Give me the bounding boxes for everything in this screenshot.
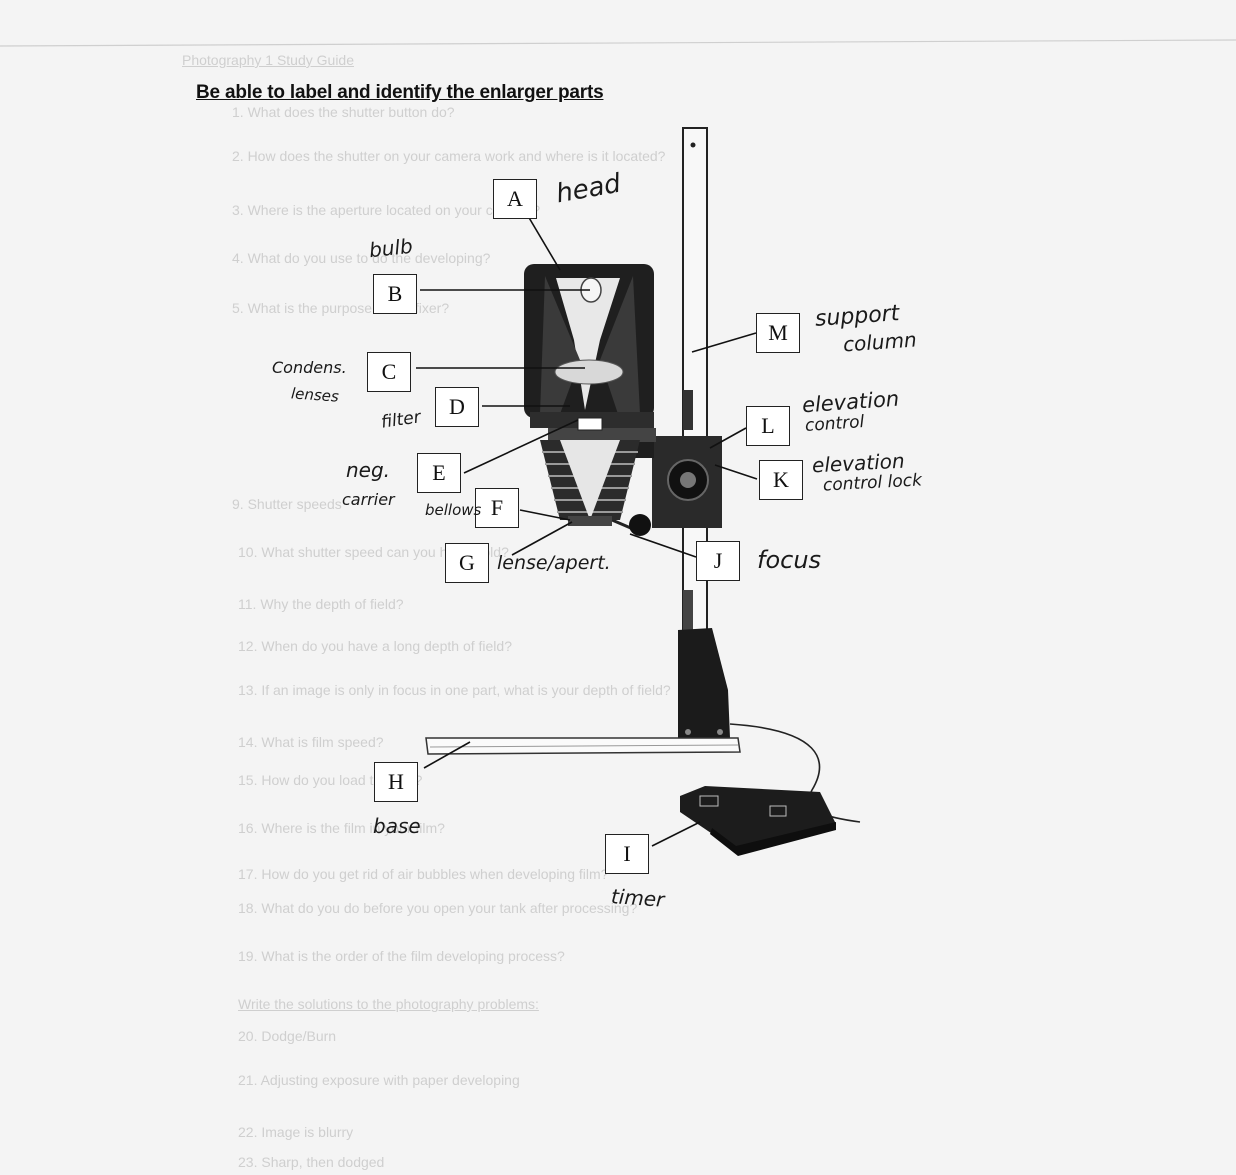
- column-bracket: [678, 628, 730, 738]
- label-box-a: A: [493, 179, 537, 219]
- label-box-f: F: [475, 488, 519, 528]
- handwritten-lense-apert: lense/apert.: [497, 554, 611, 573]
- label-box-k: K: [759, 460, 803, 500]
- enlarger-lens: [568, 516, 612, 526]
- lamp-head: [524, 264, 654, 418]
- label-box-g: G: [445, 543, 489, 583]
- handwritten-support: support: [814, 303, 900, 331]
- handwritten-neg: neg.: [346, 460, 390, 480]
- handwritten-timer: timer: [610, 886, 665, 910]
- bellows: [540, 440, 640, 520]
- label-box-d: D: [435, 387, 479, 427]
- label-box-h: H: [374, 762, 418, 802]
- handwritten-carrier: carrier: [342, 492, 395, 508]
- baseboard: [426, 738, 740, 754]
- label-box-c: C: [367, 352, 411, 392]
- handwritten-condens: Condens.: [272, 360, 347, 376]
- handwritten-lenses: lenses: [291, 386, 340, 404]
- handwritten-column: column: [842, 329, 917, 354]
- handwritten-focus: focus: [757, 548, 821, 572]
- label-box-m: M: [756, 313, 800, 353]
- negative-carrier-stage: [530, 412, 656, 442]
- label-box-i: I: [605, 834, 649, 874]
- label-box-l: L: [746, 406, 790, 446]
- label-box-j: J: [696, 541, 740, 581]
- handwritten-bulb: bulb: [368, 236, 413, 260]
- handwritten-base: base: [373, 816, 421, 836]
- label-box-e: E: [417, 453, 461, 493]
- handwritten-elevation-control-line2: control: [804, 414, 864, 435]
- label-box-b: B: [373, 274, 417, 314]
- handwritten-bellows: bellows: [425, 503, 481, 518]
